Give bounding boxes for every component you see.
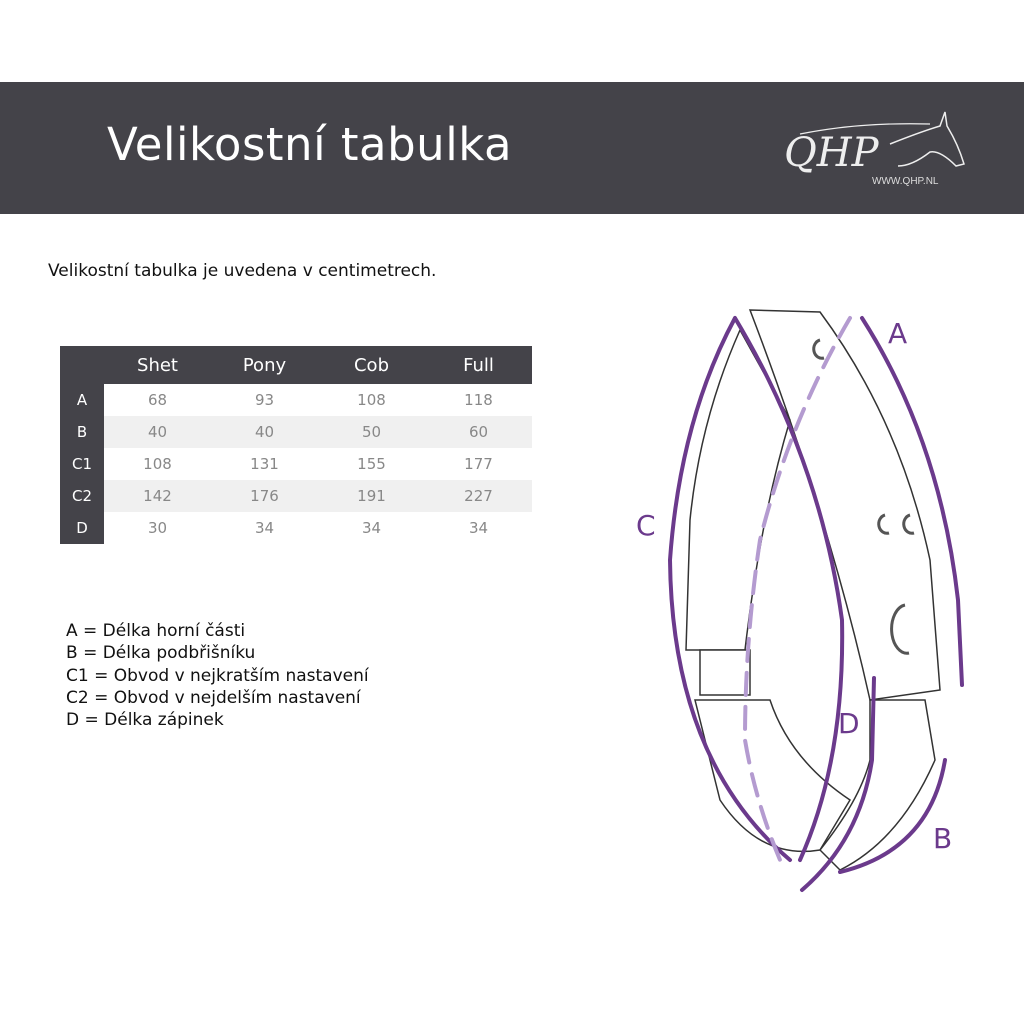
cell: 30 <box>147 519 168 537</box>
cell: 131 <box>250 455 279 473</box>
col-header: Cob <box>318 346 425 384</box>
cell: 93 <box>254 391 275 409</box>
girth-lower-pad <box>694 699 852 853</box>
cell: 176 <box>211 480 318 512</box>
table-row: D 30 34 34 34 <box>60 512 532 544</box>
measure-b <box>838 758 947 874</box>
cell: 68 <box>147 391 168 409</box>
cell: 40 <box>211 416 318 448</box>
logo-url: WWW.QHP.NL <box>872 176 939 187</box>
cell: 177 <box>464 455 493 473</box>
label-a: A <box>888 317 907 350</box>
page-title: Velikostní tabulka <box>107 118 513 171</box>
cell: 118 <box>464 391 493 409</box>
cell: 227 <box>425 480 532 512</box>
row-label: C1 <box>60 448 104 480</box>
measure-c <box>667 316 845 862</box>
col-header: Full <box>425 346 532 384</box>
measure-d <box>800 676 876 892</box>
legend-item: C1 = Obvod v nejkratším nastavení <box>66 665 369 686</box>
elastic-strap <box>699 649 751 696</box>
label-c: C <box>636 509 656 542</box>
measure-a <box>860 316 964 687</box>
table-row: C1 108 131 155 177 <box>60 448 532 480</box>
table-row: A 68 93 108 118 <box>60 384 532 416</box>
label-b: B <box>933 822 952 855</box>
cell: 34 <box>254 519 275 537</box>
qhp-logo: QHP WWW.QHP.NL <box>784 111 965 187</box>
legend-item: C2 = Obvod v nejdelším nastavení <box>66 687 361 708</box>
cell: 142 <box>104 480 211 512</box>
cell: 60 <box>425 416 532 448</box>
measure-inner-dashed <box>742 316 852 862</box>
col-header: Shet <box>104 346 211 384</box>
legend-item: D = Délka zápinek <box>66 710 224 731</box>
girth-diagram: A B C D <box>636 309 964 892</box>
cell: 34 <box>361 519 382 537</box>
logo-text: QHP <box>784 130 880 176</box>
cell: 34 <box>468 519 489 537</box>
cell: 108 <box>357 391 386 409</box>
col-header: Pony <box>211 346 318 384</box>
cell: 108 <box>143 455 172 473</box>
cell: 40 <box>104 416 211 448</box>
legend-item: A = Délka horní části <box>66 621 246 641</box>
girth-top-part <box>748 309 941 701</box>
row-label: C2 <box>60 480 104 512</box>
legend: A = Délka horní části B = Délka podbřišn… <box>66 620 369 731</box>
label-d: D <box>838 707 860 740</box>
legend-item: B = Délka podbřišníku <box>66 643 256 664</box>
row-label: A <box>60 384 104 416</box>
header-banner <box>0 82 1024 214</box>
intro-text: Velikostní tabulka je uvedena v centimet… <box>48 261 437 281</box>
corner-cell <box>60 346 104 384</box>
cell: 155 <box>357 455 386 473</box>
cell: 50 <box>318 416 425 448</box>
row-label: B <box>60 416 104 448</box>
row-label: D <box>60 512 104 544</box>
cell: 191 <box>318 480 425 512</box>
